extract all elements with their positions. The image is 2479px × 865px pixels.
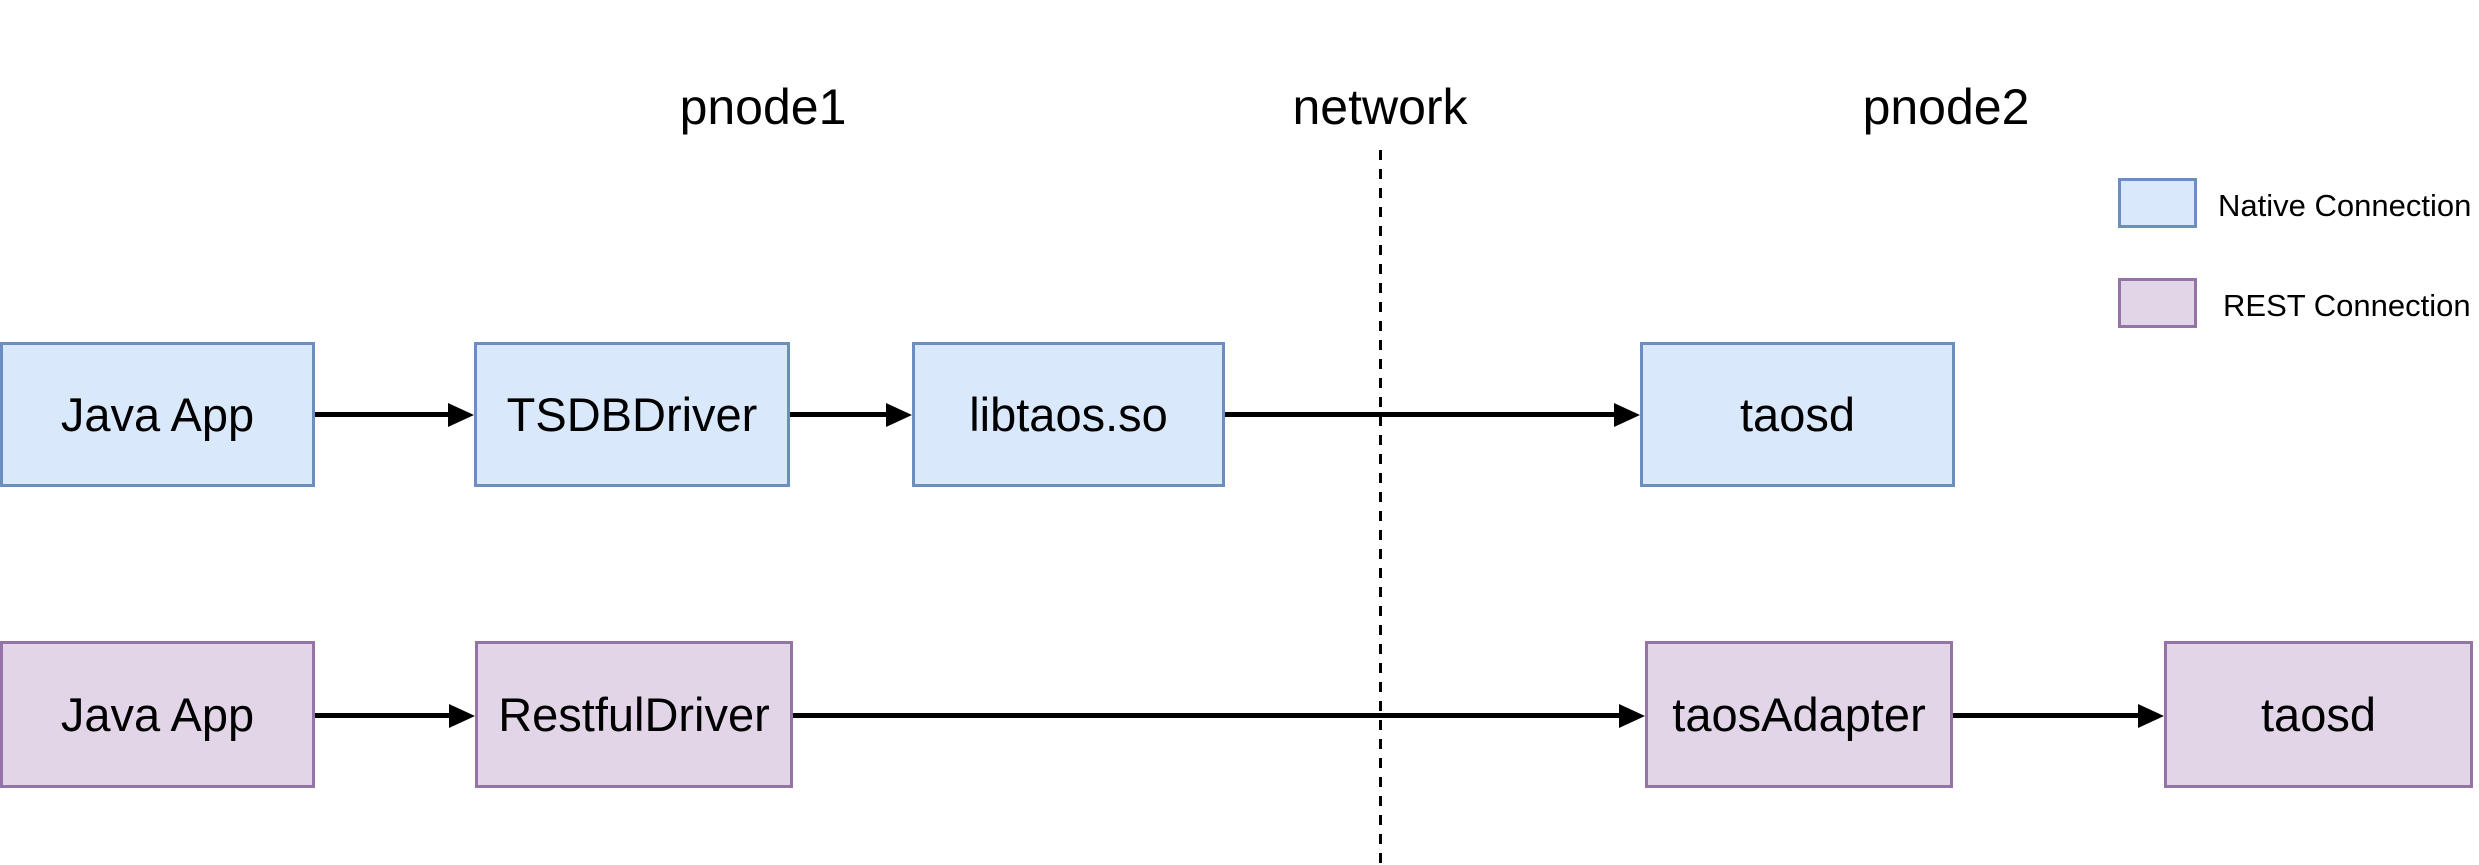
zone-title-pnode2: pnode2 (1862, 79, 2030, 135)
node-taosd-rest: taosd (2164, 641, 2473, 788)
arrow-restfuldriver-to-taosadapter (793, 713, 1619, 718)
node-taosadapter: taosAdapter (1645, 641, 1953, 788)
legend-native-label: Native Connection (2218, 188, 2472, 223)
arrow-taosadapter-to-taosd (1953, 713, 2138, 718)
legend-native-swatch (2118, 178, 2197, 228)
network-divider-line (1379, 150, 1382, 865)
node-java-app-native: Java App (0, 342, 315, 487)
node-java-app-rest: Java App (0, 641, 315, 788)
node-libtaos-so: libtaos.so (912, 342, 1225, 487)
node-taosd-native: taosd (1640, 342, 1955, 487)
arrow-java-app-to-tsdbdriver (315, 412, 448, 417)
node-tsdbdriver: TSDBDriver (474, 342, 790, 487)
arrow-libtaos-to-taosd (1225, 412, 1614, 417)
zone-title-pnode1: pnode1 (679, 79, 847, 135)
arrow-java-app-to-restfuldriver (315, 713, 449, 718)
node-restfuldriver: RestfulDriver (475, 641, 793, 788)
zone-title-network: network (1292, 79, 1468, 135)
legend-rest-swatch (2118, 278, 2197, 328)
arrow-tsdbdriver-to-libtaos (790, 412, 886, 417)
legend-rest-label: REST Connection (2223, 288, 2471, 323)
